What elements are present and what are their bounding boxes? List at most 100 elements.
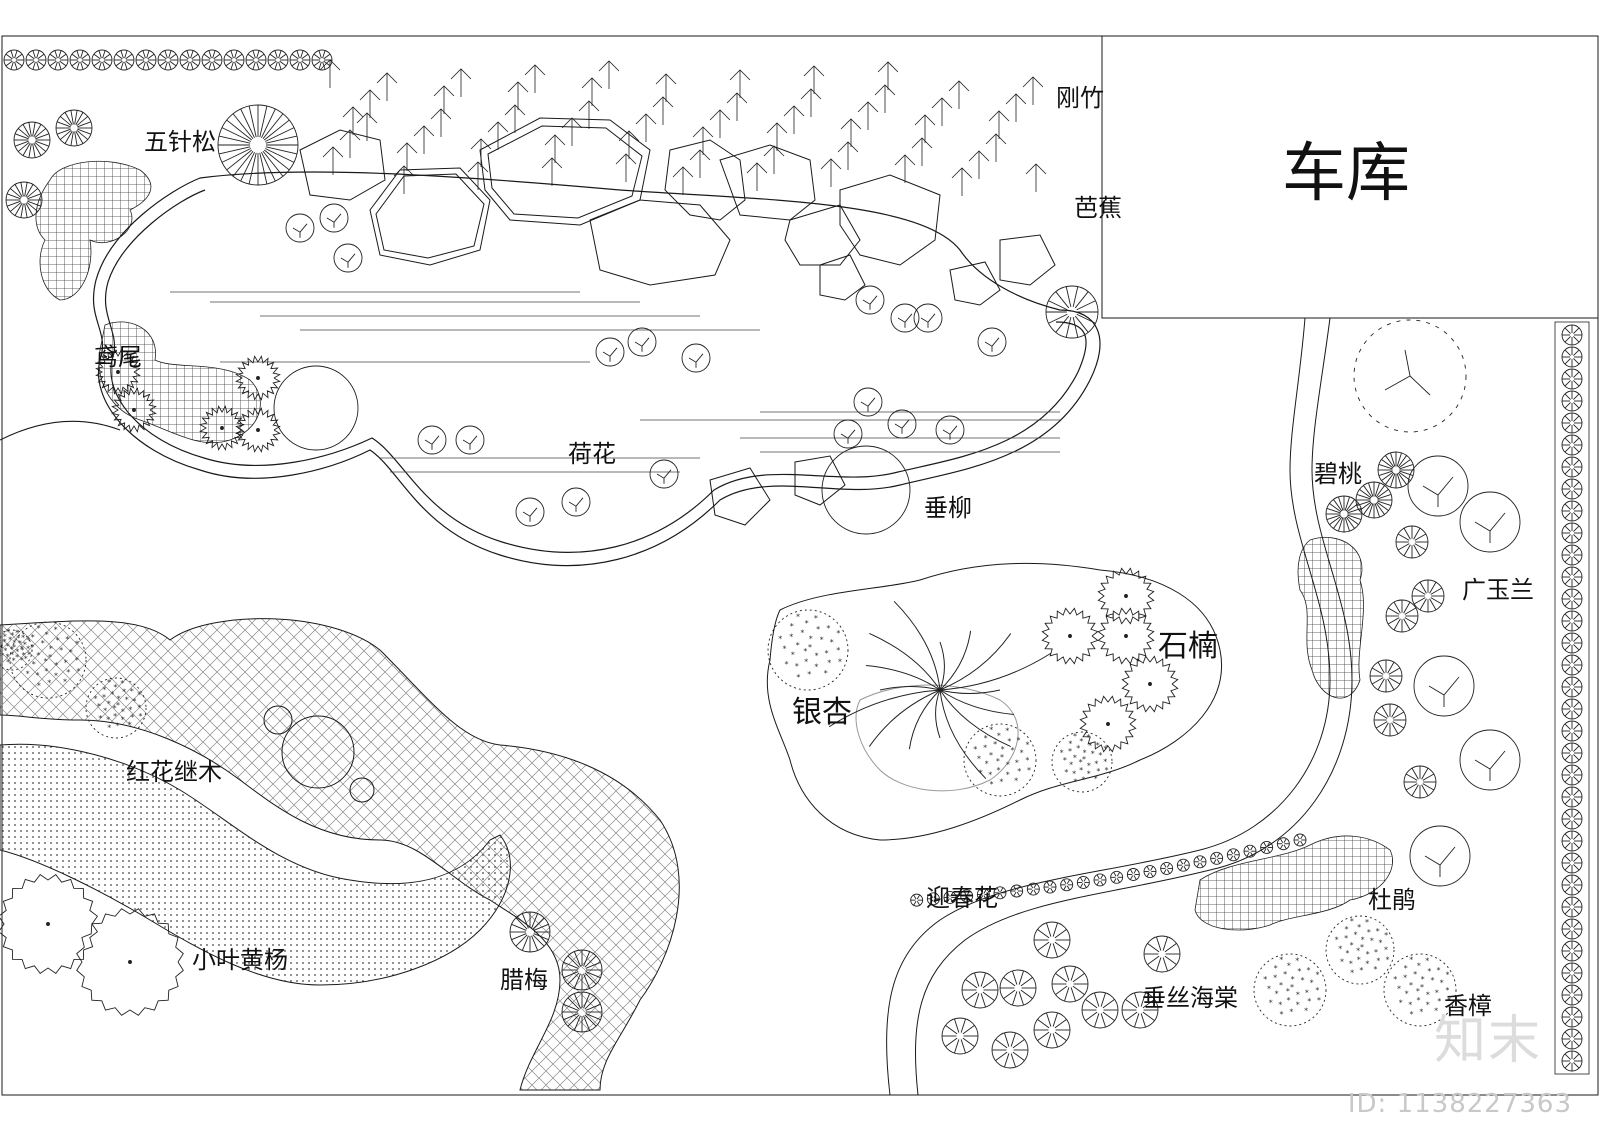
svg-text:*: *: [107, 678, 111, 687]
svg-text:*: *: [1409, 981, 1413, 990]
shrub-symbol: [1226, 848, 1240, 862]
tree-symbol: [285, 213, 315, 243]
svg-text:*: *: [1361, 936, 1365, 945]
svg-text:*: *: [1315, 986, 1319, 995]
svg-text:*: *: [988, 770, 992, 779]
svg-text:*: *: [1297, 967, 1301, 976]
shrub-symbol: [235, 407, 281, 453]
svg-text:*: *: [1360, 943, 1364, 952]
svg-text:*: *: [0, 652, 4, 661]
svg-text:*: *: [10, 645, 14, 654]
svg-text:*: *: [1419, 1007, 1423, 1016]
svg-text:*: *: [3, 638, 7, 647]
svg-text:*: *: [1063, 756, 1067, 765]
svg-text:*: *: [122, 688, 126, 697]
label-garage: 车库: [1282, 137, 1410, 211]
svg-text:*: *: [1091, 749, 1095, 758]
shrub-symbol: [179, 49, 201, 71]
svg-text:*: *: [47, 679, 51, 688]
svg-text:*: *: [1079, 758, 1083, 767]
svg-text:*: *: [130, 687, 134, 696]
shrub-symbol: ******************************: [9, 621, 87, 699]
svg-text:*: *: [836, 629, 840, 638]
svg-text:*: *: [1416, 987, 1420, 996]
svg-text:*: *: [1082, 755, 1086, 764]
svg-text:*: *: [1305, 988, 1309, 997]
svg-text:*: *: [1399, 998, 1403, 1007]
tree-symbol: [1409, 825, 1471, 887]
shrub-symbol: [1561, 588, 1583, 610]
svg-text:*: *: [814, 663, 818, 672]
svg-text:*: *: [1344, 934, 1348, 943]
svg-text:*: *: [1006, 771, 1010, 780]
svg-text:*: *: [12, 657, 16, 666]
svg-text:*: *: [18, 639, 22, 648]
svg-text:*: *: [22, 651, 26, 660]
svg-text:*: *: [1425, 957, 1429, 966]
svg-text:*: *: [1420, 983, 1424, 992]
svg-text:*: *: [1408, 1000, 1412, 1009]
svg-text:*: *: [1359, 966, 1363, 975]
shrub-symbol: [55, 109, 93, 147]
shrub-symbol: [1260, 841, 1274, 854]
shrub-symbol: [111, 387, 157, 433]
svg-text:*: *: [1006, 761, 1010, 770]
svg-text:*: *: [1286, 987, 1290, 996]
svg-text:*: *: [1014, 776, 1018, 785]
svg-text:*: *: [113, 704, 117, 713]
tree-symbol: [887, 409, 917, 439]
svg-text:*: *: [1027, 766, 1031, 775]
svg-text:*: *: [791, 650, 795, 659]
shrub-symbol: [961, 971, 999, 1009]
svg-text:*: *: [1279, 955, 1283, 964]
svg-text:*: *: [37, 624, 41, 633]
svg-text:*: *: [816, 625, 820, 634]
svg-text:*: *: [1295, 957, 1299, 966]
shrub-symbol: [1043, 880, 1057, 894]
svg-text:*: *: [1437, 966, 1441, 975]
svg-text:*: *: [989, 751, 993, 760]
shrub-symbol: [1561, 852, 1583, 874]
shrub-symbol: [95, 349, 141, 395]
svg-text:*: *: [1087, 761, 1091, 770]
shrub-masses: [35, 160, 1393, 931]
tree-symbol: [649, 459, 679, 489]
svg-text:*: *: [1278, 1000, 1282, 1009]
svg-text:*: *: [979, 768, 983, 777]
svg-text:*: *: [1403, 973, 1407, 982]
tree-symbol: [595, 337, 625, 367]
svg-text:*: *: [6, 642, 10, 651]
shrub-symbol: [91, 49, 113, 71]
shrub-symbol: [1010, 884, 1024, 898]
shrub-symbol: [1079, 695, 1137, 753]
svg-text:*: *: [1069, 760, 1073, 769]
ginkgo-branches: [828, 600, 1052, 780]
svg-text:*: *: [116, 701, 120, 710]
svg-text:*: *: [796, 612, 800, 621]
svg-text:*: *: [16, 634, 20, 643]
svg-text:*: *: [54, 672, 58, 681]
svg-text:*: *: [37, 682, 41, 691]
svg-text:*: *: [107, 724, 111, 733]
svg-text:*: *: [1283, 970, 1287, 979]
shrub-symbol: [1121, 991, 1159, 1029]
shrub-symbol: [960, 889, 974, 903]
shrub-symbol: [1097, 607, 1155, 665]
shrub-symbol: [1143, 865, 1157, 878]
shrub-symbol: [1561, 940, 1583, 962]
shrub-symbol: [25, 49, 47, 71]
shrub-symbol: [1041, 607, 1099, 665]
svg-text:*: *: [1350, 941, 1354, 950]
svg-text:*: *: [1005, 727, 1009, 736]
tree-symbol: [855, 285, 885, 315]
shrub-symbol: [1561, 1050, 1583, 1072]
svg-text:*: *: [1068, 747, 1072, 756]
svg-text:*: *: [1015, 758, 1019, 767]
svg-text:*: *: [12, 639, 16, 648]
svg-text:*: *: [824, 669, 828, 678]
svg-text:*: *: [808, 643, 812, 652]
label-flowering-peach: 碧桃: [1314, 460, 1362, 488]
svg-text:*: *: [796, 673, 800, 682]
shrub-symbol: [1561, 698, 1583, 720]
shrub-symbol: [1561, 610, 1583, 632]
